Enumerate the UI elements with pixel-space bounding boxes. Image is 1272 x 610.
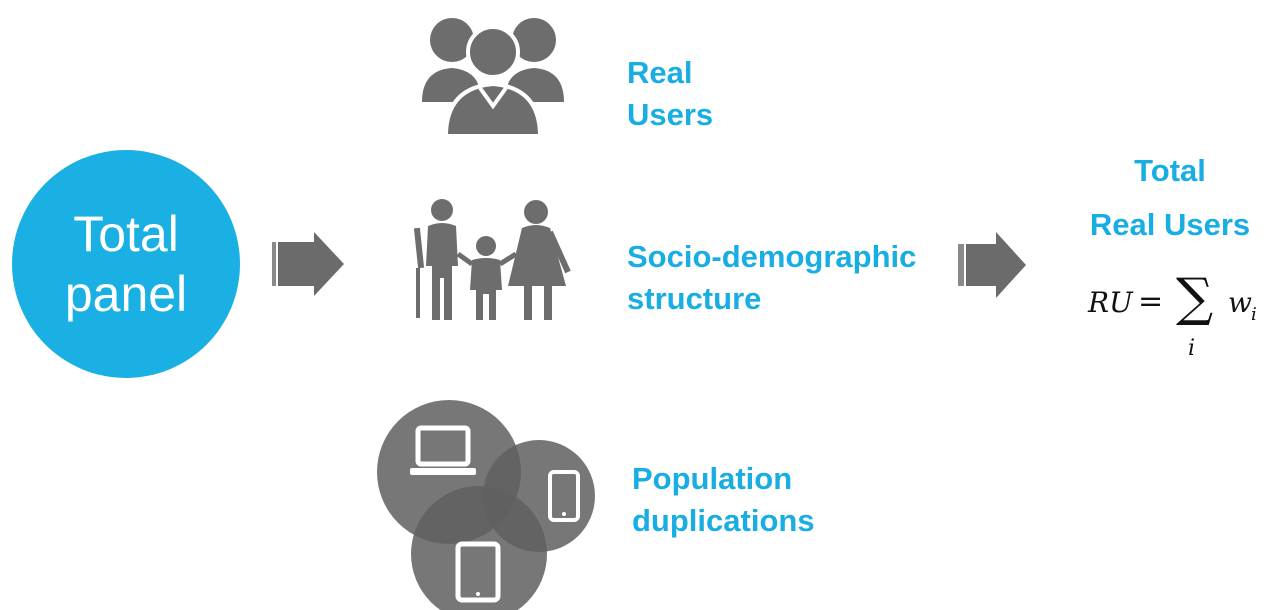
devices-venn-icon <box>377 400 595 610</box>
formula-subscript: i <box>1251 304 1257 325</box>
total-real-users-title: Total Real Users <box>1089 153 1251 242</box>
formula-equals: = <box>1138 284 1164 319</box>
population-duplications-label: Population duplications <box>632 461 815 538</box>
total-panel-line1: Total <box>73 206 179 262</box>
formula-term: w <box>1228 286 1252 319</box>
total-panel-line2: panel <box>64 266 188 322</box>
arrow-right-icon <box>958 232 1026 298</box>
users-group-icon <box>422 18 564 136</box>
socio-demographic-label: Socio-demographic structure <box>627 239 917 316</box>
formula-sum-icon: ∑ <box>1176 268 1214 328</box>
real-users-label: Real Users <box>627 55 714 132</box>
total-panel-circle: Total panel <box>12 150 240 378</box>
real-users-formula: RU = ∑ i w i <box>1088 268 1268 372</box>
arrow-right-icon <box>272 232 344 296</box>
formula-index: i <box>1188 336 1196 361</box>
formula-lhs: RU <box>1088 286 1133 319</box>
family-icon <box>413 199 571 320</box>
